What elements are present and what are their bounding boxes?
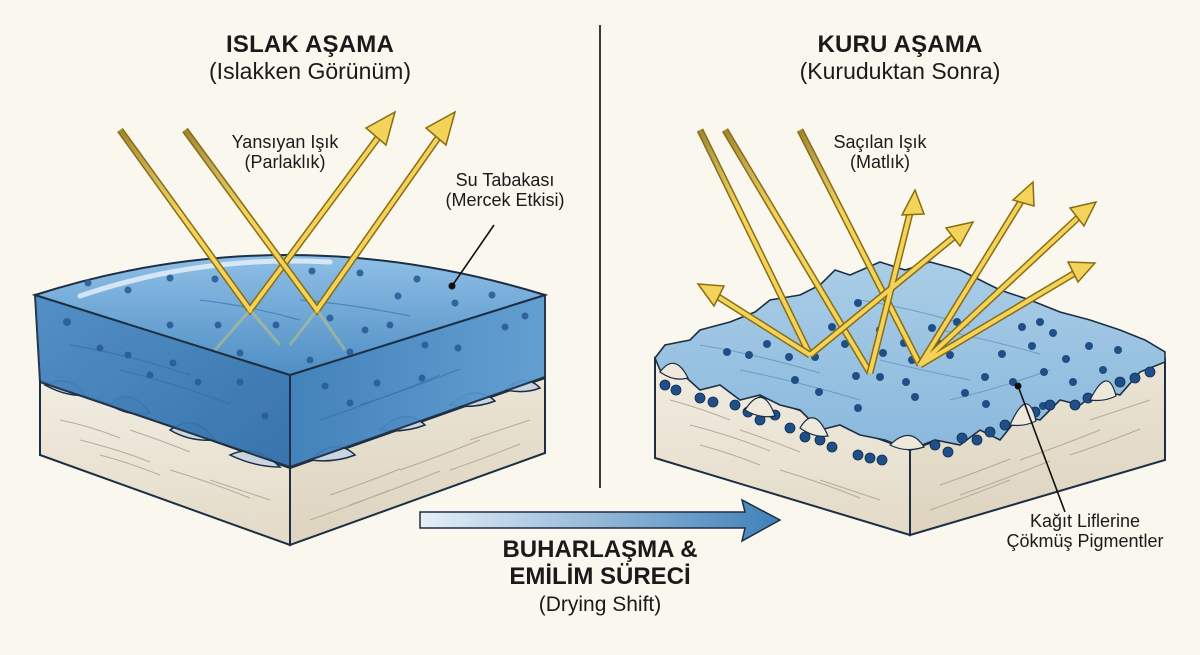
scattered-light-label: Saçılan Işık (Matlık) [800, 132, 960, 172]
dry-paper-slab [654, 261, 1166, 537]
process-arrow [419, 498, 782, 543]
pigment-label-line2: Çökmüş Pigmentler [1006, 531, 1164, 552]
wet-stage-title: ISLAK AŞAMA [226, 31, 394, 58]
water-layer-label-line1: Su Tabakası [455, 170, 555, 190]
dry-stage-subtitle: (Kuruduktan Sonra) [799, 57, 1001, 84]
scattered-light-rays [696, 128, 1098, 375]
process-label-line2: EMİLİM SÜRECİ [509, 562, 691, 590]
pigment-label: Kağıt Liflerine Çökmüş Pigmentler [985, 511, 1185, 551]
wet-stage-heading: ISLAK AŞAMA (Islakken Görünüm) [160, 31, 460, 85]
water-layer-pointer [451, 224, 495, 287]
process-label-line1: BUHARLAŞMA & [502, 536, 698, 563]
wet-paper-slab [31, 224, 549, 547]
process-label: BUHARLAŞMA & EMİLİM SÜRECİ (Drying Shift… [440, 536, 760, 616]
reflected-light-rays [117, 110, 457, 351]
wet-stage-subtitle: (Islakken Görünüm) [209, 57, 411, 84]
reflected-light-label: Yansıyan Işık (Parlaklık) [190, 132, 380, 172]
reflected-light-label-line2: (Parlaklık) [244, 152, 326, 173]
process-label-line3: (Drying Shift) [538, 592, 662, 616]
water-layer-label-line2: (Mercek Etkisi) [445, 190, 565, 211]
scattered-light-label-line1: Saçılan Işık [833, 132, 927, 152]
pigment-pointer [1017, 385, 1066, 513]
water-layer-label: Su Tabakası (Mercek Etkisi) [430, 170, 580, 210]
dry-stage-heading: KURU AŞAMA (Kuruduktan Sonra) [760, 31, 1040, 85]
scattered-light-label-line2: (Matlık) [850, 152, 910, 173]
dry-stage-title: KURU AŞAMA [817, 31, 983, 58]
reflected-light-label-line1: Yansıyan Işık [231, 132, 339, 152]
pigment-label-line1: Kağıt Liflerine [1029, 511, 1141, 531]
